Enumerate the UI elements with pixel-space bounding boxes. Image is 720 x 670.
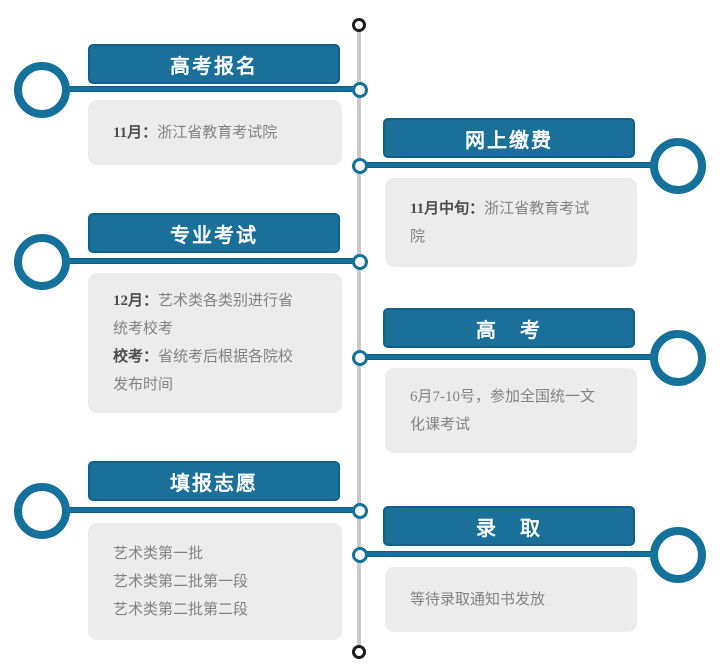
- timeline-start-dot: [352, 18, 366, 32]
- step-title-online-payment: 网上缴费: [383, 118, 635, 158]
- body-line-bold: 11月中旬：: [410, 200, 485, 217]
- milestone-circle: [650, 527, 706, 583]
- body-line: 统考校考: [113, 315, 324, 343]
- body-line-text: 省统考后根据各院校: [158, 349, 294, 365]
- body-line-text: 艺术类各类别进行省: [158, 293, 294, 309]
- body-line: 艺术类第二批第一段: [113, 568, 324, 596]
- milestone-circle: [650, 138, 706, 194]
- timeline-node: [352, 254, 368, 270]
- body-line-text: 浙江省教育考试: [484, 200, 590, 217]
- body-line-bold: 12月：: [113, 293, 159, 309]
- connector-line: [360, 354, 678, 360]
- step-body-gaokao-registration: 11月：浙江省教育考试院: [88, 100, 342, 165]
- step-title-admission: 录 取: [383, 506, 635, 546]
- connector-line: [42, 507, 360, 513]
- body-line-text: 化课考试: [410, 416, 471, 433]
- timeline-node: [352, 547, 368, 563]
- timeline-end-dot: [352, 645, 366, 659]
- body-line-text: 浙江省教育考试院: [157, 124, 278, 141]
- body-line: 11月：浙江省教育考试院: [113, 119, 324, 147]
- body-line: 发布时间: [113, 371, 324, 399]
- step-title-gaokao-registration: 高考报名: [88, 44, 340, 84]
- body-line: 化课考试: [410, 411, 619, 439]
- body-line-text: 统考校考: [113, 321, 174, 337]
- milestone-circle: [14, 234, 70, 290]
- body-line: 12月：艺术类各类别进行省: [113, 287, 324, 315]
- body-line: 艺术类第一批: [113, 540, 324, 568]
- step-body-major-exam: 12月：艺术类各类别进行省 统考校考 校考：省统考后根据各院校 发布时间: [88, 273, 342, 413]
- connector-line: [360, 162, 678, 168]
- step-body-gaokao-exam: 6月7-10号，参加全国统一文 化课考试: [385, 368, 637, 453]
- body-line-bold: 校考：: [113, 349, 159, 365]
- milestone-circle: [14, 62, 70, 118]
- body-line-text: 院: [410, 228, 426, 245]
- milestone-circle: [14, 483, 70, 539]
- step-body-admission: 等待录取通知书发放: [385, 567, 637, 632]
- body-line-text: 艺术类第二批第二段: [113, 601, 249, 618]
- body-line: 院: [410, 223, 619, 251]
- body-line: 艺术类第二批第二段: [113, 596, 324, 624]
- connector-line: [42, 258, 360, 264]
- body-line-text: 6月7-10号，参加全国统一文: [410, 388, 595, 405]
- body-line: 6月7-10号，参加全国统一文: [410, 383, 619, 411]
- timeline-node: [352, 158, 368, 174]
- body-line: 11月中旬：浙江省教育考试: [410, 195, 619, 223]
- step-title-fill-preferences: 填报志愿: [88, 461, 340, 501]
- step-body-fill-preferences: 艺术类第一批 艺术类第二批第一段 艺术类第二批第二段: [88, 523, 342, 640]
- body-line-text: 发布时间: [113, 377, 174, 393]
- step-title-major-exam: 专业考试: [88, 213, 340, 253]
- body-line: 校考：省统考后根据各院校: [113, 343, 324, 371]
- timeline-node: [352, 350, 368, 366]
- timeline-axis: [357, 25, 361, 652]
- milestone-circle: [650, 330, 706, 386]
- body-line: 等待录取通知书发放: [410, 586, 619, 614]
- step-body-online-payment: 11月中旬：浙江省教育考试 院: [385, 178, 637, 267]
- connector-line: [42, 86, 360, 92]
- body-line-text: 艺术类第二批第一段: [113, 573, 249, 590]
- timeline-node: [352, 82, 368, 98]
- body-line-text: 等待录取通知书发放: [410, 591, 546, 608]
- timeline-node: [352, 503, 368, 519]
- step-title-gaokao-exam: 高 考: [383, 308, 635, 348]
- body-line-text: 艺术类第一批: [113, 545, 204, 562]
- connector-line: [360, 551, 678, 557]
- body-line-bold: 11月：: [113, 124, 158, 141]
